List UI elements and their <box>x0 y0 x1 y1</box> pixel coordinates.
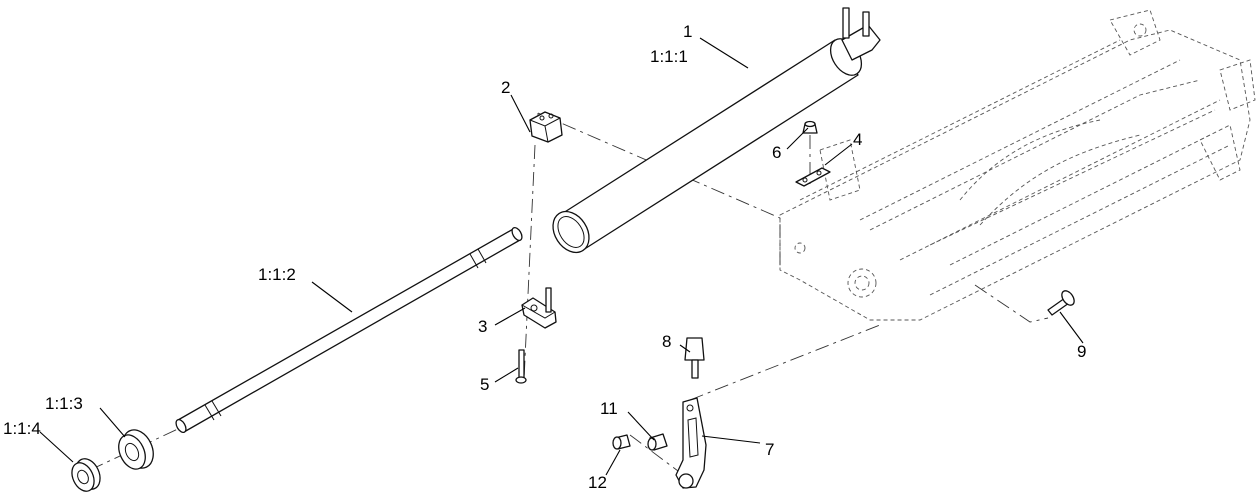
cutting-unit-frame <box>779 9 1256 321</box>
bracket <box>521 287 557 329</box>
spacer-12 <box>612 434 631 450</box>
seal <box>71 458 101 492</box>
roller-tube <box>552 7 881 254</box>
mounting-plate <box>795 167 831 187</box>
bearing <box>118 429 154 470</box>
callout-2: 2 <box>501 78 510 97</box>
callout-6: 6 <box>772 143 781 162</box>
leader-lines <box>39 37 1084 476</box>
bolt-8 <box>684 337 705 379</box>
callout-1: 1 <box>683 22 692 41</box>
callout-8: 8 <box>662 332 671 351</box>
assembly-axes <box>89 112 1049 481</box>
callout-1-1-1: 1:1:1 <box>650 47 688 66</box>
screw-5 <box>515 349 527 384</box>
callout-7: 7 <box>765 440 774 459</box>
adjuster-arm <box>675 397 707 489</box>
roller-shaft <box>175 226 523 434</box>
pin-9 <box>1047 290 1075 316</box>
callout-1-1-3: 1:1:3 <box>45 394 83 413</box>
callout-11: 11 <box>600 399 618 418</box>
callout-4: 4 <box>853 130 862 149</box>
callout-1-1-4: 1:1:4 <box>3 419 41 438</box>
callout-3: 3 <box>478 317 487 336</box>
callout-5: 5 <box>480 375 489 394</box>
callout-12: 12 <box>588 473 607 492</box>
callout-9: 9 <box>1077 342 1086 361</box>
callout-labels: 1 1:1:1 2 3 4 5 6 7 8 9 11 12 1:1:2 1:1:… <box>3 22 1086 492</box>
callout-1-1-2: 1:1:2 <box>258 265 296 284</box>
nut-6 <box>802 120 818 134</box>
clamp-block <box>529 111 563 143</box>
